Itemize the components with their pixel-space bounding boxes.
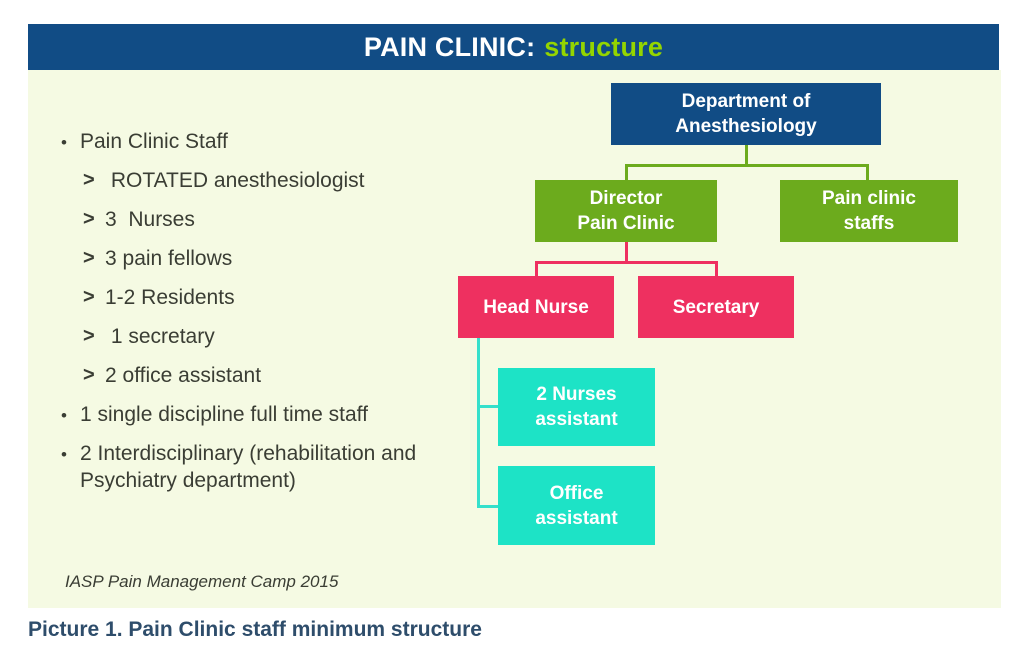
bullet-marker: • xyxy=(61,133,67,152)
slide-canvas: • Pain Clinic Staff > ROTATED anesthesio… xyxy=(28,70,1001,608)
list-item-text: 3 pain fellows xyxy=(105,247,233,270)
connector-director-down xyxy=(625,242,628,263)
org-node-label: Secretary xyxy=(672,296,760,318)
connector-to-office-assistant xyxy=(477,505,498,508)
connector-green-horizontal xyxy=(625,164,869,167)
connector-to-director xyxy=(625,164,628,180)
list-subitem: > ROTATED anesthesiologist xyxy=(58,167,443,194)
org-node-office-assistant: Office assistant xyxy=(498,466,655,545)
list-item-text: ROTATED anesthesiologist xyxy=(105,169,365,192)
list-item-text: Pain Clinic Staff xyxy=(80,130,228,153)
org-node-pain-clinic-staffs: Pain clinic staffs xyxy=(780,180,958,242)
source-note: IASP Pain Management Camp 2015 xyxy=(65,572,339,591)
connector-to-secretary xyxy=(715,261,718,276)
list-item-text: 1 single discipline full time staff xyxy=(80,403,368,426)
org-node-label: Pain clinic staffs xyxy=(822,188,916,234)
connector-to-staffs xyxy=(866,164,869,180)
arrow-marker: > xyxy=(83,247,95,269)
arrow-marker: > xyxy=(83,286,95,308)
list-item: • 2 Interdisciplinary (rehabilitation an… xyxy=(58,440,443,494)
org-node-label: Director Pain Clinic xyxy=(577,188,675,234)
title-accent: structure xyxy=(544,31,664,62)
org-node-label: Office assistant xyxy=(535,482,618,529)
connector-head-nurse-down xyxy=(477,338,480,508)
bullet-marker: • xyxy=(61,406,67,425)
slide-title-bar: PAIN CLINIC: structure xyxy=(28,24,999,70)
figure-caption: Picture 1. Pain Clinic staff minimum str… xyxy=(28,618,482,641)
org-node-head-nurse: Head Nurse xyxy=(458,276,614,338)
list-item-text: 1 secretary xyxy=(105,325,215,348)
connector-to-nurses-assistant xyxy=(477,405,498,408)
list-subitem: > 1 secretary xyxy=(58,323,443,350)
arrow-marker: > xyxy=(83,208,95,230)
org-node-label: Head Nurse xyxy=(483,296,589,318)
list-item: • 1 single discipline full time staff xyxy=(58,401,443,428)
connector-pink-horizontal xyxy=(535,261,718,264)
list-subitem: > 2 office assistant xyxy=(58,362,443,389)
arrow-marker: > xyxy=(83,169,95,191)
bullet-marker: • xyxy=(61,445,67,464)
connector-to-head-nurse xyxy=(535,261,538,276)
list-subitem: > 3 pain fellows xyxy=(58,245,443,272)
org-node-label: 2 Nurses assistant xyxy=(535,384,618,430)
org-node-secretary: Secretary xyxy=(638,276,794,338)
list-subitem: > 3 Nurses xyxy=(58,206,443,233)
staff-list: • Pain Clinic Staff > ROTATED anesthesio… xyxy=(58,128,443,506)
title-prefix: PAIN CLINIC: xyxy=(363,31,536,62)
arrow-marker: > xyxy=(83,364,95,386)
list-item-text: 3 Nurses xyxy=(105,208,195,231)
list-subitem: > 1-2 Residents xyxy=(58,284,443,311)
list-item-text: 2 Interdisciplinary (rehabilitation and … xyxy=(80,442,423,492)
connector-dept-down xyxy=(745,145,748,167)
org-node-director-pain-clinic: Director Pain Clinic xyxy=(535,180,717,242)
org-node-department-of-anesthesiology: Department of Anesthesiology xyxy=(611,83,881,145)
arrow-marker: > xyxy=(83,325,95,347)
list-item-text: 1-2 Residents xyxy=(105,286,235,309)
list-item-text: 2 office assistant xyxy=(105,364,262,387)
org-node-nurses-assistant: 2 Nurses assistant xyxy=(498,368,655,446)
org-node-label: Department of Anesthesiology xyxy=(675,91,817,137)
list-item: • Pain Clinic Staff xyxy=(58,128,443,155)
